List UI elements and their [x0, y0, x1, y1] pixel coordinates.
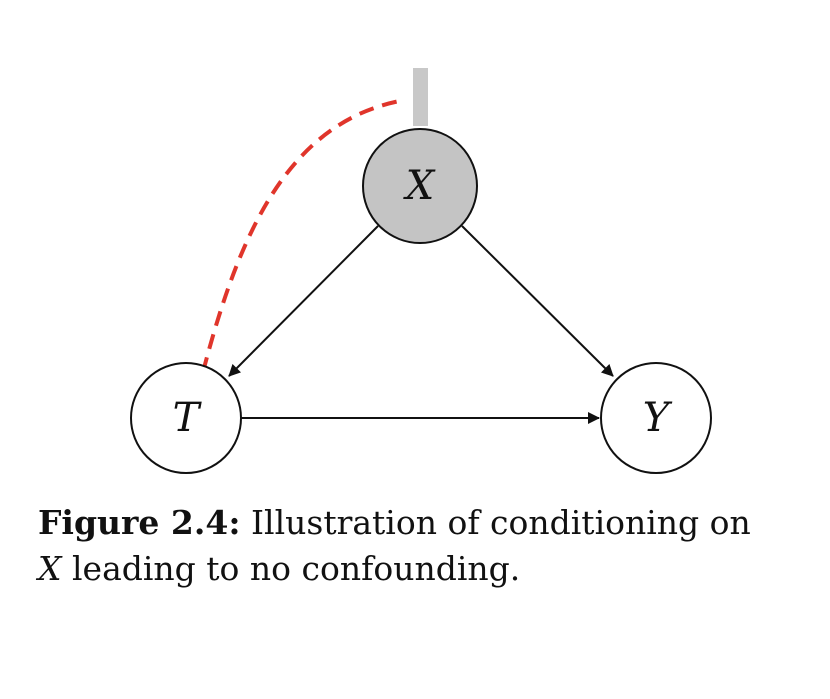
node-y: Y	[600, 362, 712, 474]
caption-text: Illustration of conditioning on	[240, 503, 751, 542]
node-t: T	[130, 362, 242, 474]
node-x: X	[362, 128, 478, 244]
path-blocker	[413, 68, 428, 126]
edge-x-to-y	[461, 225, 614, 377]
edge-x-to-t	[228, 225, 379, 377]
caption-variable: X	[38, 549, 62, 588]
node-y-label: Y	[643, 395, 673, 441]
caption-label: Figure 2.4:	[38, 503, 241, 542]
node-x-label: X	[403, 163, 436, 209]
node-y-circle	[600, 362, 712, 474]
figure-caption: Figure 2.4: Illustration of conditioning…	[38, 500, 818, 592]
node-t-circle	[130, 362, 242, 474]
node-x-circle	[362, 128, 478, 244]
node-t-label: T	[173, 395, 203, 441]
blocked-path-dashed	[201, 98, 406, 373]
caption-text-continued: leading to no confounding.	[61, 549, 521, 588]
